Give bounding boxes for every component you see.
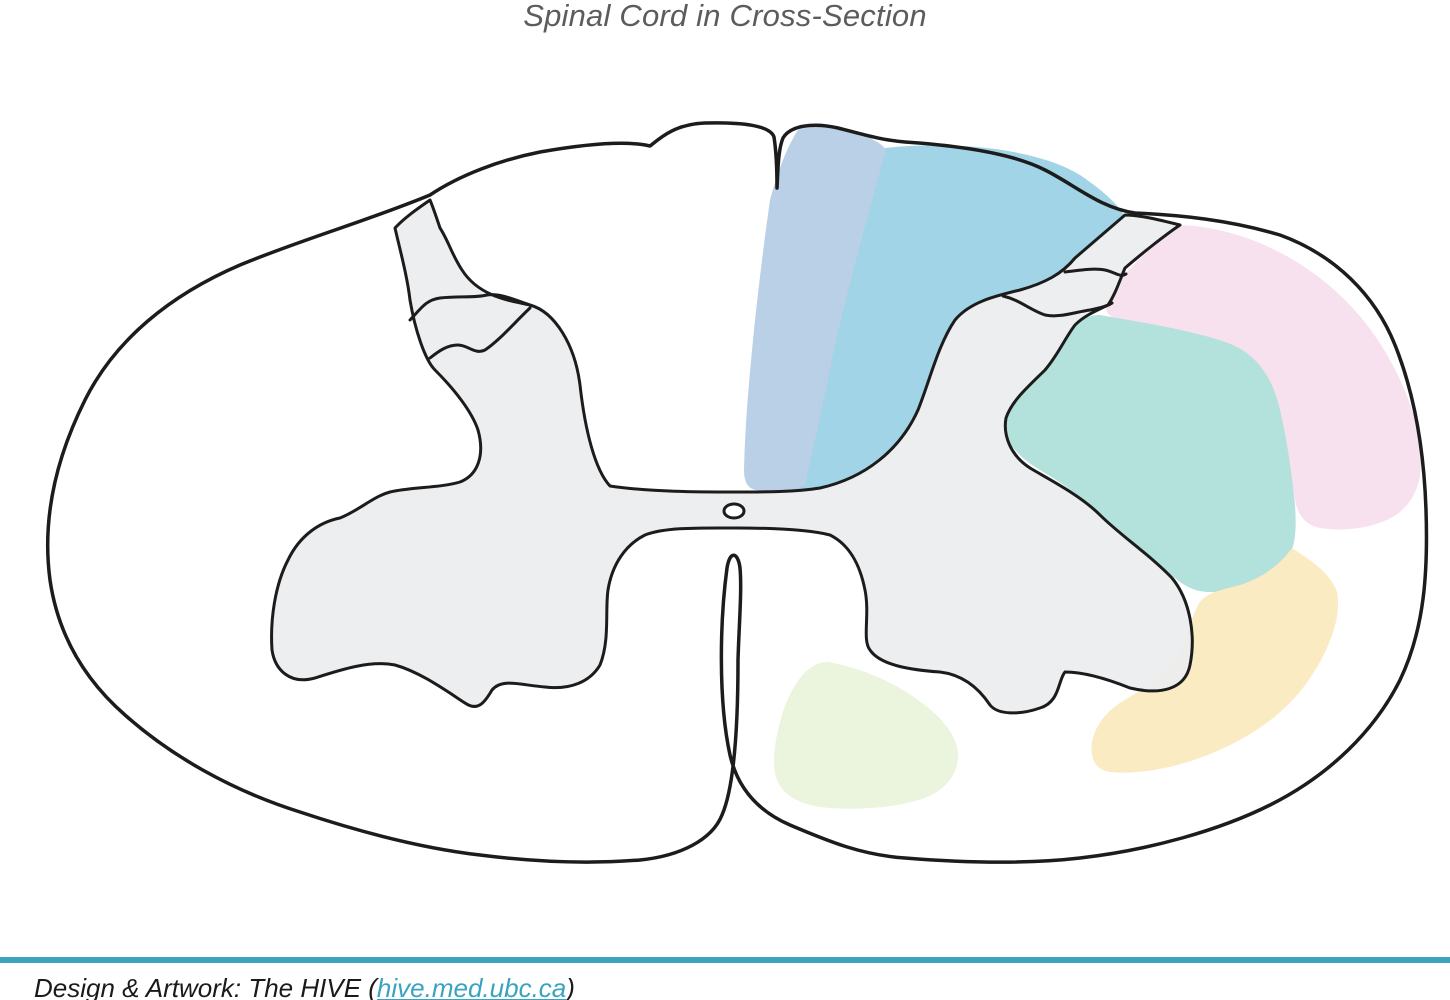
grey-matter <box>270 198 1194 715</box>
footer-divider <box>0 957 1450 963</box>
credit-line: Design & Artwork: The HIVE (hive.med.ubc… <box>34 970 575 1000</box>
spinothalamic-tract-region <box>1091 548 1339 773</box>
left-dorsal-horn-lamina-line <box>408 293 532 322</box>
credit-suffix: ) <box>566 973 575 1000</box>
right-dorsal-horn-lamina-line <box>1063 267 1128 277</box>
page-title: Spinal Cord in Cross-Section <box>523 0 927 33</box>
fasciculus-gracilis-region <box>744 126 886 492</box>
anterior-corticospinal-tract-region <box>773 662 958 809</box>
central-canal <box>722 502 746 520</box>
credit-link[interactable]: hive.med.ubc.ca <box>376 973 567 1000</box>
right-dorsal-horn-lamina-line <box>1001 294 1114 318</box>
lateral-corticospinal-tract-region <box>1005 315 1296 593</box>
left-dorsal-horn-lamina-line <box>428 306 532 360</box>
credit-prefix: Design & Artwork: The HIVE ( <box>34 973 377 1000</box>
spinal-cord-outline <box>45 121 1429 864</box>
